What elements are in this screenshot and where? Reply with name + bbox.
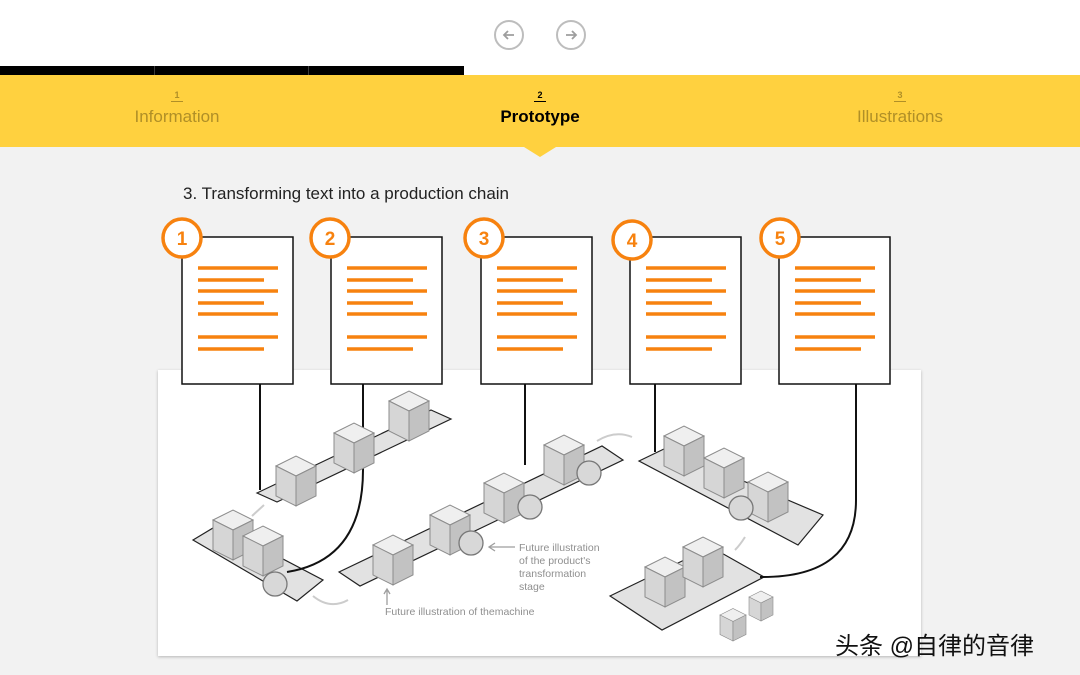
product-box	[275, 455, 317, 507]
product-box	[703, 447, 745, 499]
annotation-product-stage: stage	[519, 581, 545, 593]
document-badge-4	[611, 219, 653, 261]
step-label: Prototype	[500, 107, 580, 126]
product-box	[644, 556, 686, 608]
product-box	[663, 425, 705, 477]
product-box	[748, 590, 774, 622]
annotation-arrows	[383, 542, 515, 605]
watermark: 头条 @自律的音律	[835, 633, 1035, 660]
badge-number: 4	[627, 231, 638, 252]
step-navigation: 1 Information 2 Prototype 3 Illustration…	[0, 75, 1080, 147]
connector-wires	[259, 384, 857, 579]
progress-bar	[0, 66, 1080, 75]
document-3	[479, 235, 594, 386]
step-number: 1	[171, 90, 183, 102]
progress-separator	[154, 66, 155, 75]
product-box	[242, 525, 284, 577]
arrow-left-icon	[502, 30, 514, 40]
annotation-product-stage: Future illustration	[519, 542, 600, 554]
badge-number: 5	[775, 229, 786, 250]
top-toolbar	[0, 0, 1080, 75]
previous-button[interactable]	[494, 20, 524, 50]
document-4	[628, 235, 743, 386]
step-prototype[interactable]: 2 Prototype	[420, 85, 660, 127]
section-title: 3. Transforming text into a production c…	[183, 184, 510, 203]
annotation-product-stage: of the product's	[519, 555, 590, 567]
product-box	[719, 608, 747, 642]
step-label: Information	[134, 107, 220, 126]
step-illustrations[interactable]: 3 Illustrations	[780, 85, 1020, 127]
step-number: 2	[534, 90, 546, 102]
product-box	[372, 534, 414, 586]
document-badge-2	[309, 217, 351, 259]
progress-fill	[0, 66, 465, 75]
step-number: 3	[894, 90, 906, 102]
document-badge-3	[463, 217, 505, 259]
document-badge-1	[161, 217, 203, 259]
product-box	[483, 472, 525, 524]
machine-rollers	[262, 460, 754, 597]
document-1	[180, 235, 295, 386]
document-5	[777, 235, 892, 386]
active-step-pointer	[524, 147, 556, 157]
product-box	[333, 422, 375, 474]
product-box	[682, 536, 724, 588]
document-badge-5	[759, 217, 801, 259]
next-button[interactable]	[556, 20, 586, 50]
flow-arrows	[251, 433, 746, 606]
step-information[interactable]: 1 Information	[57, 85, 297, 127]
annotation-machine: Future illustration of themachine	[385, 606, 535, 618]
step-label: Illustrations	[857, 107, 943, 126]
arrow-right-icon	[566, 30, 578, 40]
document-2	[329, 235, 444, 386]
badge-number: 2	[325, 229, 336, 250]
progress-separator	[308, 66, 309, 75]
product-box	[388, 390, 430, 442]
product-box	[747, 471, 789, 523]
annotation-product-stage: transformation	[519, 568, 586, 580]
badge-number: 3	[479, 229, 490, 250]
badge-number: 1	[177, 229, 188, 250]
